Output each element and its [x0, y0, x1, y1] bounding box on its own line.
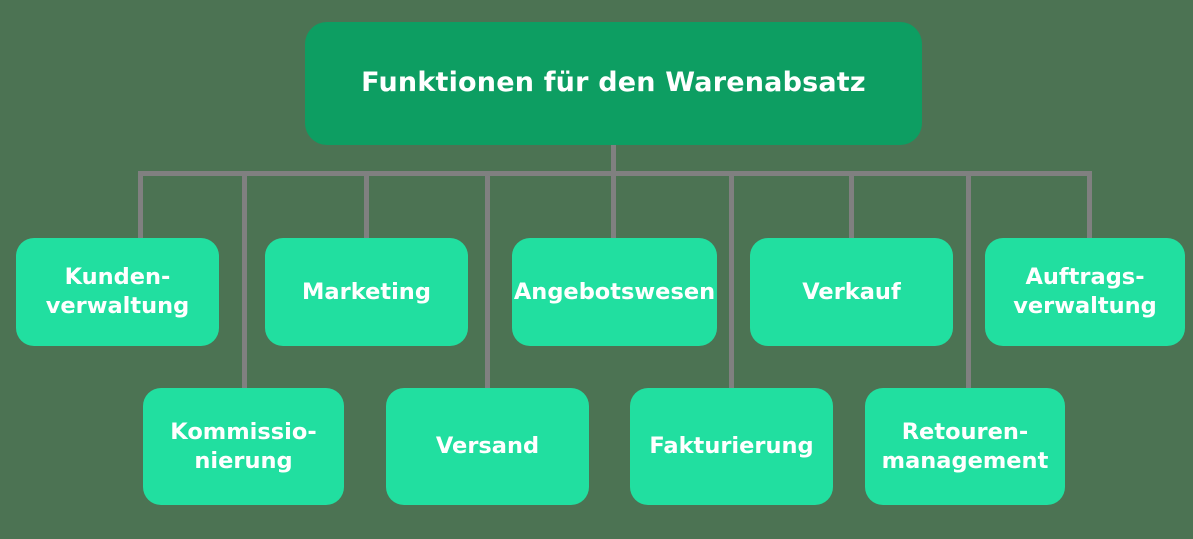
connector-drop-versand: [485, 171, 490, 391]
node-retourenmanagement-label-line2: management: [881, 447, 1049, 474]
connector-drop-verkauf: [849, 171, 854, 241]
node-verkauf-label: Verkauf: [802, 278, 901, 305]
node-fakturierung[interactable]: Fakturierung: [630, 388, 833, 505]
node-kommissionierung-label-line2: nierung: [194, 447, 293, 474]
node-retourenmanagement-label-line1: Retouren-: [901, 418, 1029, 445]
connector-drop-kommissionierung: [242, 171, 247, 391]
node-versand[interactable]: Versand: [386, 388, 589, 505]
connector-drop-fakturierung: [729, 171, 734, 391]
node-root-label: Funktionen für den Warenabsatz: [361, 67, 866, 99]
node-retourenmanagement[interactable]: Retouren- management: [865, 388, 1065, 505]
node-kundenverwaltung[interactable]: Kunden- verwaltung: [16, 238, 219, 346]
connector-drop-kundenverwaltung: [138, 171, 143, 241]
node-marketing[interactable]: Marketing: [265, 238, 468, 346]
node-marketing-label: Marketing: [302, 278, 431, 305]
node-auftragsverwaltung-label-line1: Auftrags-: [1025, 264, 1145, 291]
node-kundenverwaltung-label-line2: verwaltung: [45, 293, 190, 319]
node-root[interactable]: Funktionen für den Warenabsatz: [305, 22, 922, 145]
node-kommissionierung-label-line1: Kommissio-: [170, 418, 317, 445]
connector-drop-angebotswesen: [611, 171, 616, 241]
node-kundenverwaltung-label-line1: Kunden-: [64, 264, 171, 291]
connector-drop-marketing: [364, 171, 369, 241]
connector-root-stem: [611, 143, 616, 176]
node-verkauf[interactable]: Verkauf: [750, 238, 953, 346]
node-angebotswesen[interactable]: Angebotswesen: [512, 238, 717, 346]
node-fakturierung-label: Fakturierung: [649, 433, 814, 460]
node-angebotswesen-label: Angebotswesen: [513, 278, 716, 305]
connector-drop-retourenmanagement: [966, 171, 971, 391]
node-versand-label: Versand: [435, 433, 540, 460]
node-auftragsverwaltung[interactable]: Auftrags- verwaltung: [985, 238, 1185, 346]
connector-drop-auftragsverwaltung: [1087, 171, 1092, 241]
node-kommissionierung[interactable]: Kommissio- nierung: [143, 388, 344, 505]
node-auftragsverwaltung-label-line2: verwaltung: [1013, 293, 1157, 319]
